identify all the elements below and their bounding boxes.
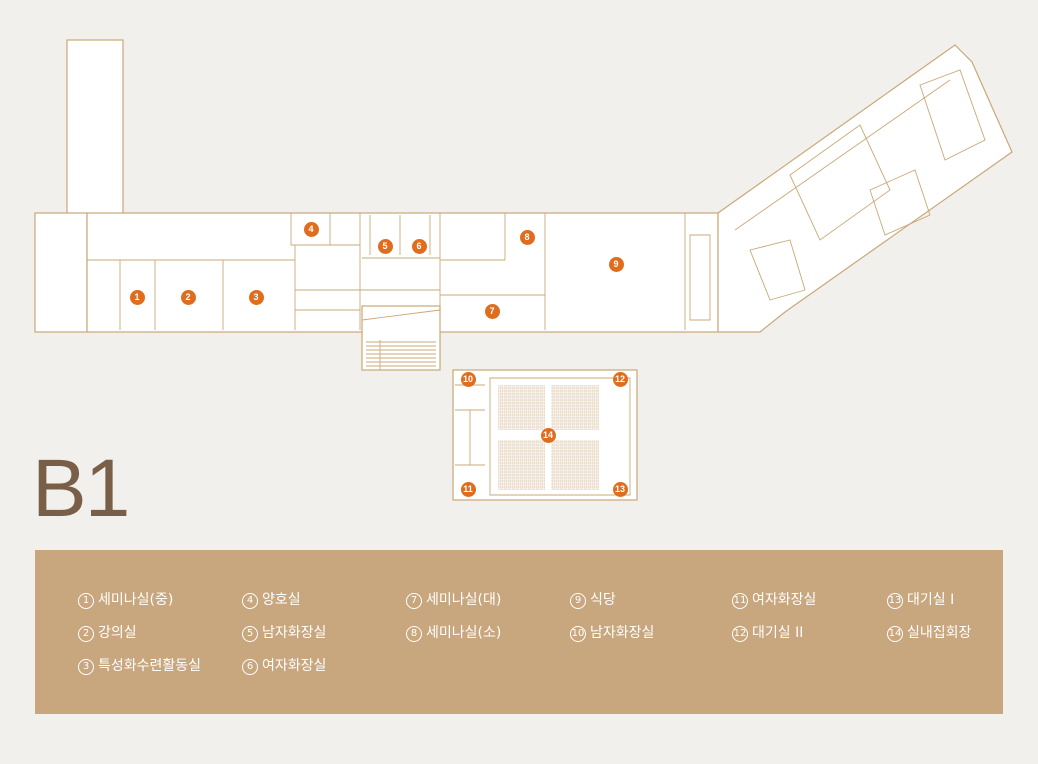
- room-marker-13[interactable]: 13: [612, 481, 628, 497]
- floor-plan: [34, 39, 1013, 501]
- room-marker-10[interactable]: 10: [460, 371, 476, 387]
- seating-block: [498, 385, 545, 430]
- tower-wing: [66, 39, 124, 216]
- room-marker-5[interactable]: 5: [377, 238, 393, 254]
- seating-block: [498, 440, 545, 490]
- stair-treads: [361, 309, 441, 370]
- seating-block: [551, 440, 599, 490]
- seating-block: [551, 385, 599, 430]
- floor-label: B1: [32, 443, 130, 534]
- room-marker-7[interactable]: 7: [484, 303, 500, 319]
- main-stair: [361, 305, 441, 371]
- east-wing: [717, 44, 1013, 333]
- room-marker-8[interactable]: 8: [519, 229, 535, 245]
- interior-walls: [87, 213, 686, 330]
- room-marker-4[interactable]: 4: [303, 221, 319, 237]
- room-marker-9[interactable]: 9: [608, 256, 624, 272]
- room-marker-14[interactable]: 14: [540, 427, 556, 443]
- room-marker-3[interactable]: 3: [248, 289, 264, 305]
- room-marker-12[interactable]: 12: [612, 371, 628, 387]
- room-marker-1[interactable]: 1: [129, 289, 145, 305]
- room-marker-6[interactable]: 6: [411, 238, 427, 254]
- west-block: [34, 212, 88, 333]
- east-wing-walls: [689, 69, 986, 321]
- room-marker-11[interactable]: 11: [460, 481, 476, 497]
- room-marker-2[interactable]: 2: [180, 289, 196, 305]
